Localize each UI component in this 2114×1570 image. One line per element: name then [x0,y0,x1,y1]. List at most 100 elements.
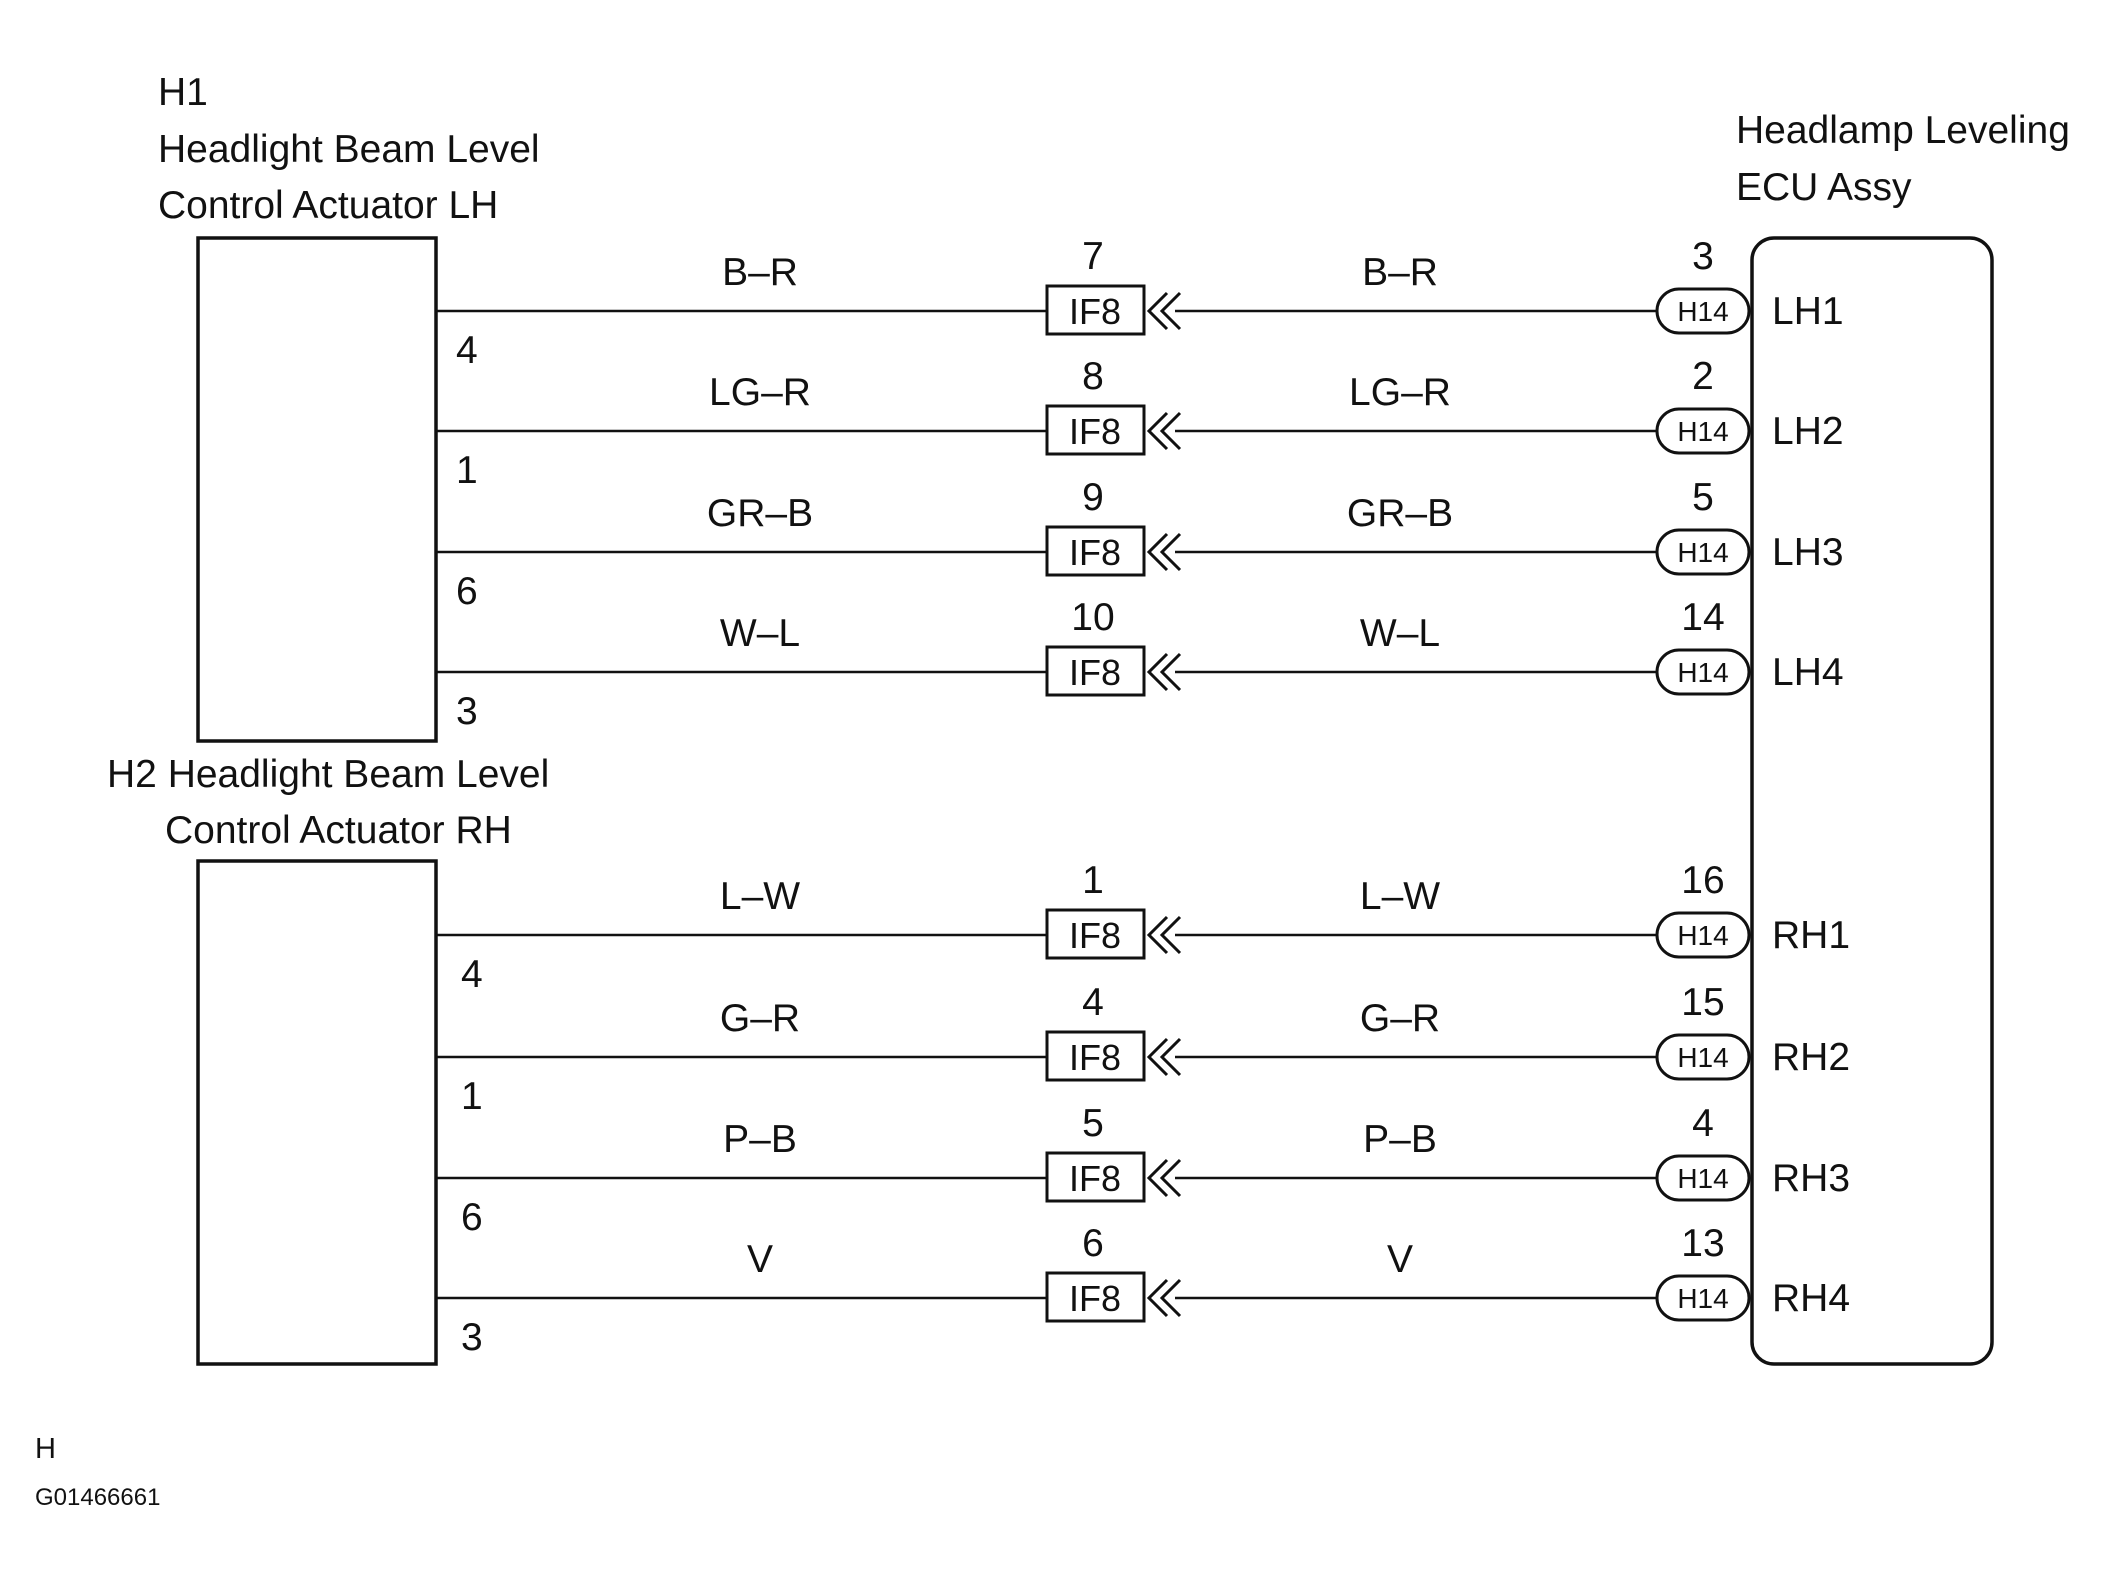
arrowhead-icon [1159,411,1182,451]
arrowhead-icon [1146,652,1169,692]
if8-connector-box [1045,908,1146,960]
wire-color-label: B–R [1362,251,1438,294]
actuator-rh-pin-number: 4 [461,953,483,996]
ecu-title-line2: ECU Assy [1736,166,1912,209]
if8-pin-number: 6 [1082,1222,1104,1265]
ecu-terminal-label: LH1 [1772,290,1844,333]
h14-pin-number: 14 [1681,596,1724,639]
actuator-lh-pin-number: 4 [456,329,478,372]
ecu-terminal-label: LH4 [1772,651,1844,694]
figure-code: G01466661 [35,1484,160,1511]
h14-connector [1655,1033,1751,1081]
if8-connector-box [1045,404,1146,456]
h14-pin-number: 3 [1692,235,1714,278]
h14-connector-label: H14 [1677,296,1728,327]
wire-color-label: L–W [1360,875,1440,918]
h14-pin-number: 16 [1681,859,1724,902]
if8-connector-label: IF8 [1069,291,1121,332]
h14-pin-number: 5 [1692,476,1714,519]
h14-connector [1655,407,1751,455]
arrowhead-icon [1146,1158,1169,1198]
if8-connector-label: IF8 [1069,411,1121,452]
wire-color-label: GR–B [707,492,813,535]
ecu-terminal-label: RH4 [1772,1277,1850,1320]
ecu-terminal-label: RH3 [1772,1157,1850,1200]
wire-color-label: W–L [720,612,800,655]
wire-color-label: P–B [1363,1118,1437,1161]
h14-connector-label: H14 [1677,1283,1728,1314]
wire-color-label: W–L [1360,612,1440,655]
arrowhead-icon [1146,1278,1169,1318]
h14-pin-number: 15 [1681,981,1724,1024]
h14-connector [1655,911,1751,959]
ecu-terminal-label: RH1 [1772,914,1850,957]
h14-connector-label: H14 [1677,657,1728,688]
h14-pin-number: 4 [1692,1102,1714,1145]
h14-connector [1655,528,1751,576]
if8-connector-label: IF8 [1069,1037,1121,1078]
ecu-terminal-label: RH2 [1772,1036,1850,1079]
h14-connector-label: H14 [1677,1163,1728,1194]
if8-connector-label: IF8 [1069,915,1121,956]
arrowhead-icon [1146,532,1169,572]
wire-color-label: L–W [720,875,800,918]
wire-color-label: G–R [1360,997,1440,1040]
h14-pin-number: 13 [1681,1222,1724,1265]
arrowhead-icon [1159,1037,1182,1077]
if8-connector-box [1045,1030,1146,1082]
actuator-lh-pin-number: 3 [456,690,478,733]
arrowhead-icon [1146,411,1169,451]
if8-connector-box [1045,645,1146,697]
actuator-lh-box [196,236,438,743]
h14-connector [1655,1274,1751,1322]
arrowhead-icon [1146,291,1169,331]
arrowhead-icon [1159,652,1182,692]
wire-color-label: P–B [723,1118,797,1161]
actuator-lh-title-line2: Control Actuator LH [158,184,498,227]
ecu-box [1750,236,1994,1366]
arrowhead-icon [1159,1158,1182,1198]
if8-pin-number: 7 [1082,235,1104,278]
if8-connector-label: IF8 [1069,1278,1121,1319]
if8-pin-number: 5 [1082,1102,1104,1145]
h14-pin-number: 2 [1692,355,1714,398]
h14-connector [1655,1154,1751,1202]
if8-pin-number: 8 [1082,355,1104,398]
ecu-title-line1: Headlamp Leveling [1736,109,2070,152]
if8-connector-label: IF8 [1069,532,1121,573]
h14-connector-label: H14 [1677,537,1728,568]
actuator-lh-pin-number: 6 [456,570,478,613]
h14-connector [1655,648,1751,696]
wire-color-label: V [747,1238,773,1281]
actuator-rh-pin-number: 1 [461,1075,483,1118]
if8-connector-label: IF8 [1069,652,1121,693]
arrowhead-icon [1159,1278,1182,1318]
actuator-lh-title-line1: Headlight Beam Level [158,128,540,171]
if8-connector-box [1045,1271,1146,1323]
h14-connector-label: H14 [1677,1042,1728,1073]
actuator-lh-pin-number: 1 [456,449,478,492]
actuator-rh-title-line1: H2 Headlight Beam Level [107,753,549,796]
if8-pin-number: 9 [1082,476,1104,519]
arrowhead-icon [1146,1037,1169,1077]
h14-connector-label: H14 [1677,920,1728,951]
arrowhead-icon [1146,915,1169,955]
wire-color-label: GR–B [1347,492,1453,535]
footer-letter: H [35,1433,56,1465]
wire-color-label: V [1387,1238,1413,1281]
actuator-rh-box [196,859,438,1366]
h14-connector [1655,287,1751,335]
actuator-rh-title-line2: Control Actuator RH [165,809,512,852]
h14-connector-label: H14 [1677,416,1728,447]
actuator-rh-pin-number: 3 [461,1316,483,1359]
wire-color-label: LG–R [709,371,811,414]
if8-pin-number: 4 [1082,981,1104,1024]
if8-pin-number: 10 [1071,596,1114,639]
if8-connector-box [1045,284,1146,336]
actuator-rh-pin-number: 6 [461,1196,483,1239]
ecu-terminal-label: LH3 [1772,531,1844,574]
actuator-lh-code: H1 [158,71,208,114]
arrowhead-icon [1159,532,1182,572]
